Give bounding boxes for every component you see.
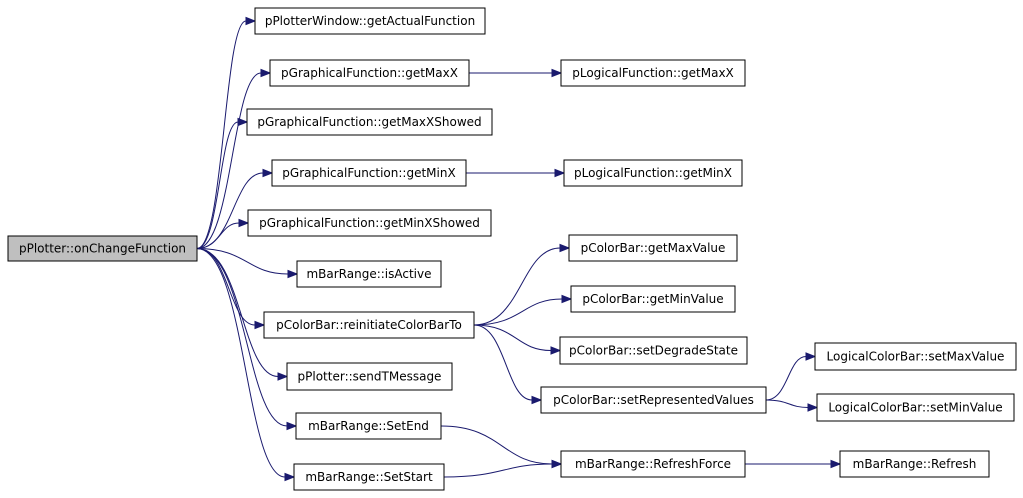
edge-n0-n1	[196, 20, 247, 249]
arrowhead-n10-n15	[531, 395, 543, 405]
edge-n0-n20	[196, 248, 286, 478]
arrowhead-n0-n1	[245, 16, 257, 26]
arrowhead-n10-n12	[550, 346, 562, 355]
edge-n10-n12	[473, 324, 552, 351]
arrowhead-n2-n3	[551, 68, 563, 78]
node-label: pLogicalFunction::getMaxX	[572, 66, 734, 80]
node-label: mBarRange::SetStart	[305, 470, 433, 484]
edge-n10-n9	[473, 247, 561, 326]
node-label: pPlotter::sendTMessage	[298, 370, 442, 384]
node-mbarrange-setend[interactable]: mBarRange::SetEnd	[295, 412, 442, 440]
node-plogicalfunction-getmaxx[interactable]: pLogicalFunction::getMaxX	[560, 59, 746, 87]
node-pplotter-sendtmessage[interactable]: pPlotter::sendTMessage	[286, 362, 453, 391]
node-label: LogicalColorBar::setMaxValue	[827, 350, 1005, 364]
node-pgraphicalfunction-getminxshowed[interactable]: pGraphicalFunction::getMinXShowed	[247, 209, 492, 237]
arrowhead-n0-n13	[277, 372, 289, 381]
edge-n0-n8	[196, 248, 289, 275]
edge-n20-n18	[443, 463, 553, 478]
node-pcolorbar-reinitiatecolorbarto[interactable]: pColorBar::reinitiateColorBarTo	[263, 311, 475, 339]
arrowhead-n5-n6	[554, 168, 566, 178]
node-label: pGraphicalFunction::getMinXShowed	[259, 216, 480, 230]
node-pcolorbar-getmaxvalue[interactable]: pColorBar::getMaxValue	[568, 234, 738, 262]
node-plogicalfunction-getminx[interactable]: pLogicalFunction::getMinX	[563, 159, 743, 187]
node-label: pLogicalFunction::getMinX	[574, 166, 732, 180]
arrowhead-n0-n2	[260, 68, 272, 78]
node-label: pGraphicalFunction::getMaxX	[281, 66, 458, 80]
node-pgraphicalfunction-getminx[interactable]: pGraphicalFunction::getMinX	[271, 159, 467, 187]
node-label: pColorBar::getMaxValue	[581, 241, 726, 255]
edge-n0-n4	[196, 121, 239, 249]
node-pcolorbar-getminvalue[interactable]: pColorBar::getMinValue	[570, 285, 736, 313]
arrowhead-n10-n9	[559, 243, 571, 253]
arrowhead-n18-n19	[830, 459, 842, 469]
node-label: pGraphicalFunction::getMaxXShowed	[257, 115, 481, 129]
arrowhead-n0-n17	[286, 421, 298, 431]
arrowhead-n15-n14	[805, 352, 817, 361]
node-label: mBarRange::RefreshForce	[575, 457, 731, 471]
arrowhead-n0-n20	[284, 472, 296, 482]
node-label: mBarRange::isActive	[306, 267, 431, 281]
edge-n15-n16	[765, 399, 809, 408]
node-pcolorbar-setdegradestate[interactable]: pColorBar::setDegradeState	[559, 336, 748, 365]
node-label: pPlotterWindow::getActualFunction	[265, 14, 475, 28]
node-label: LogicalColorBar::setMinValue	[828, 401, 1002, 415]
node-label: mBarRange::SetEnd	[308, 419, 429, 433]
node-mbarrange-setstart[interactable]: mBarRange::SetStart	[293, 463, 445, 491]
node-logicalcolorbar-setmaxvalue[interactable]: LogicalColorBar::setMaxValue	[814, 342, 1017, 371]
arrowhead-n15-n16	[807, 403, 819, 412]
node-pplotter-onchangefunction[interactable]: pPlotter::onChangeFunction	[7, 235, 198, 262]
edges-layer	[196, 16, 842, 482]
node-logicalcolorbar-setminvalue[interactable]: LogicalColorBar::setMinValue	[816, 393, 1015, 422]
edge-n0-n2	[196, 72, 262, 249]
arrowhead-n0-n8	[287, 269, 299, 279]
node-label: pGraphicalFunction::getMinX	[282, 166, 455, 180]
node-pgraphicalfunction-getmaxxshowed[interactable]: pGraphicalFunction::getMaxXShowed	[246, 108, 493, 136]
node-pgraphicalfunction-getmaxx[interactable]: pGraphicalFunction::getMaxX	[269, 59, 470, 87]
node-label: pColorBar::reinitiateColorBarTo	[276, 318, 462, 332]
node-label: mBarRange::Refresh	[853, 457, 977, 471]
node-mbarrange-refresh[interactable]: mBarRange::Refresh	[839, 450, 990, 478]
arrowhead-n0-n5	[262, 168, 274, 178]
nodes-layer: pPlotter::onChangeFunction pPlotterWindo…	[7, 7, 1017, 491]
node-label: pColorBar::getMinValue	[582, 292, 723, 306]
edge-n15-n14	[765, 356, 807, 401]
node-label: pColorBar::setDegradeState	[569, 344, 738, 358]
arrowhead-n0-n10	[254, 320, 266, 330]
node-pplotterwindow-getactualfunction[interactable]: pPlotterWindow::getActualFunction	[254, 7, 486, 35]
edge-n17-n18	[440, 425, 553, 465]
arrowhead-n20-n18	[551, 459, 563, 469]
edge-n0-n17	[196, 248, 288, 427]
node-mbarrange-isactive[interactable]: mBarRange::isActive	[296, 260, 442, 288]
node-label: pPlotter::onChangeFunction	[19, 242, 186, 256]
arrowhead-n0-n4	[237, 117, 249, 127]
arrowhead-n0-n7	[238, 218, 250, 228]
node-pcolorbar-setrepresentedvalues[interactable]: pColorBar::setRepresentedValues	[540, 386, 767, 414]
edge-n0-n7	[196, 222, 240, 249]
edge-n10-n11	[473, 298, 563, 326]
node-mbarrange-refreshforce[interactable]: mBarRange::RefreshForce	[560, 450, 746, 478]
edge-n10-n15	[473, 324, 533, 401]
node-label: pColorBar::setRepresentedValues	[553, 393, 754, 407]
arrowhead-n10-n11	[561, 294, 573, 304]
